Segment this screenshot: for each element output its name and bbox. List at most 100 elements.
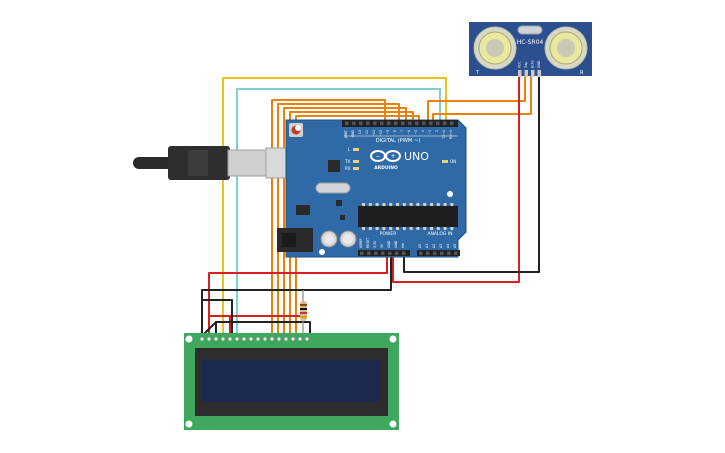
digital-pin-label: ~9 [386, 130, 390, 135]
lcd-pin [199, 336, 205, 342]
lcd-pin [234, 336, 240, 342]
power-pin-label: 3.3V [373, 240, 377, 248]
power-pin-5v [381, 251, 385, 255]
lcd-screen [202, 360, 380, 402]
lcd-pin [248, 336, 254, 342]
atmega-pins [362, 203, 454, 230]
resistor-band-4 [300, 316, 307, 318]
sensor-pin-label: GND [537, 60, 541, 68]
wire-orange-trig [427, 75, 526, 123]
atmega-pin [362, 203, 365, 206]
power-pin-ioref [360, 251, 364, 255]
wire-red-5v [208, 254, 388, 337]
sensor-pin-echo [531, 70, 535, 77]
atmega-pin [423, 203, 427, 206]
usb-cable-end [133, 157, 173, 169]
lcd-pin [255, 336, 261, 342]
analog-pin-label: A3 [439, 244, 443, 248]
led-rx-label: RX [345, 166, 351, 171]
digital-pin-6 [408, 121, 412, 125]
atmega-pin [402, 227, 406, 230]
lcd-pin [227, 336, 233, 342]
digital-pin-7 [401, 121, 405, 125]
analog-pin-label: A1 [425, 244, 429, 248]
analog-label: ANALOG IN [427, 231, 452, 237]
atmega-pin [416, 203, 420, 206]
lcd-pin [304, 336, 310, 342]
atmega-pin [436, 203, 440, 206]
analog-pin-a2 [433, 251, 437, 255]
lcd-pin [297, 336, 303, 342]
lcd-hole-bl [185, 420, 193, 428]
led-on [442, 160, 448, 163]
crystal [315, 182, 351, 194]
resistor [300, 290, 307, 336]
lcd-pin [241, 336, 247, 342]
lcd-pin [206, 336, 212, 342]
atmega-pin [368, 227, 372, 230]
digital-header-label: DIGITAL (PWM ~) [376, 138, 421, 144]
analog-pin-label: A2 [432, 244, 436, 248]
sensor-left-center [486, 39, 504, 57]
analog-pin-a5 [454, 251, 458, 255]
resistor-band-1 [300, 304, 307, 306]
usb-plug-grip [188, 150, 208, 176]
lcd-pin [283, 336, 289, 342]
digital-pin-10 [380, 121, 384, 125]
lcd-hole-br [389, 420, 397, 428]
power-pin-vin [402, 251, 406, 255]
lcd-hole-tl [185, 335, 193, 343]
digital-header [342, 120, 458, 127]
power-jack-inner [282, 233, 296, 247]
atmega-pin [402, 203, 406, 206]
analog-pin-a0 [419, 251, 423, 255]
atmega-pin [450, 227, 454, 230]
lcd-pin [213, 336, 219, 342]
sensor-t-mark: T [475, 70, 480, 76]
analog-pin-label: A0 [418, 244, 422, 248]
digital-pin-5 [415, 121, 419, 125]
sensor-r-mark: R [580, 70, 584, 76]
wire-black-lcd-3 [215, 321, 311, 337]
digital-pin-label: ~3 [428, 130, 432, 135]
digital-pin-label: ~5 [414, 130, 418, 135]
power-pin-row [360, 251, 458, 255]
digital-pin-4 [422, 121, 426, 125]
atmega-pin [375, 227, 379, 230]
led-on-label: ON [450, 159, 456, 164]
wire-black-gnd [201, 254, 392, 337]
lcd-pin [269, 336, 275, 342]
digital-pin-label: ~11 [372, 130, 376, 137]
digital-pin-label: RX←0 [449, 130, 453, 139]
sensor-pin-row [518, 70, 541, 77]
atmega-pin [430, 203, 433, 206]
digital-pin-label: GND [351, 129, 355, 137]
atmega-pin [382, 227, 386, 230]
mount-hole-2 [447, 191, 453, 197]
atmega-pin [436, 227, 440, 230]
usb-chip [328, 160, 340, 172]
digital-pin-label: 2 [435, 130, 439, 132]
digital-pin-label: 12 [365, 130, 369, 134]
digital-pin-tx-1 [443, 121, 447, 125]
sensor-pin-gnd [537, 70, 541, 77]
sensor-crystal [517, 25, 543, 35]
atmega-pin [443, 203, 447, 206]
digital-pin-11 [373, 121, 377, 125]
digital-pin-12 [366, 121, 370, 125]
lcd-16x2 [184, 333, 399, 430]
led-l [353, 148, 359, 151]
digital-pin-label: TX→1 [442, 130, 446, 140]
sensor-pin-vcc [518, 70, 522, 77]
digital-pin-label: ~10 [379, 130, 383, 137]
lcd-pin [220, 336, 226, 342]
wire-red-sensor [392, 75, 520, 283]
digital-pin-row [345, 121, 454, 125]
resistor-band-3 [300, 312, 307, 314]
analog-pin-a3 [440, 251, 444, 255]
small-ic-2 [340, 215, 345, 220]
